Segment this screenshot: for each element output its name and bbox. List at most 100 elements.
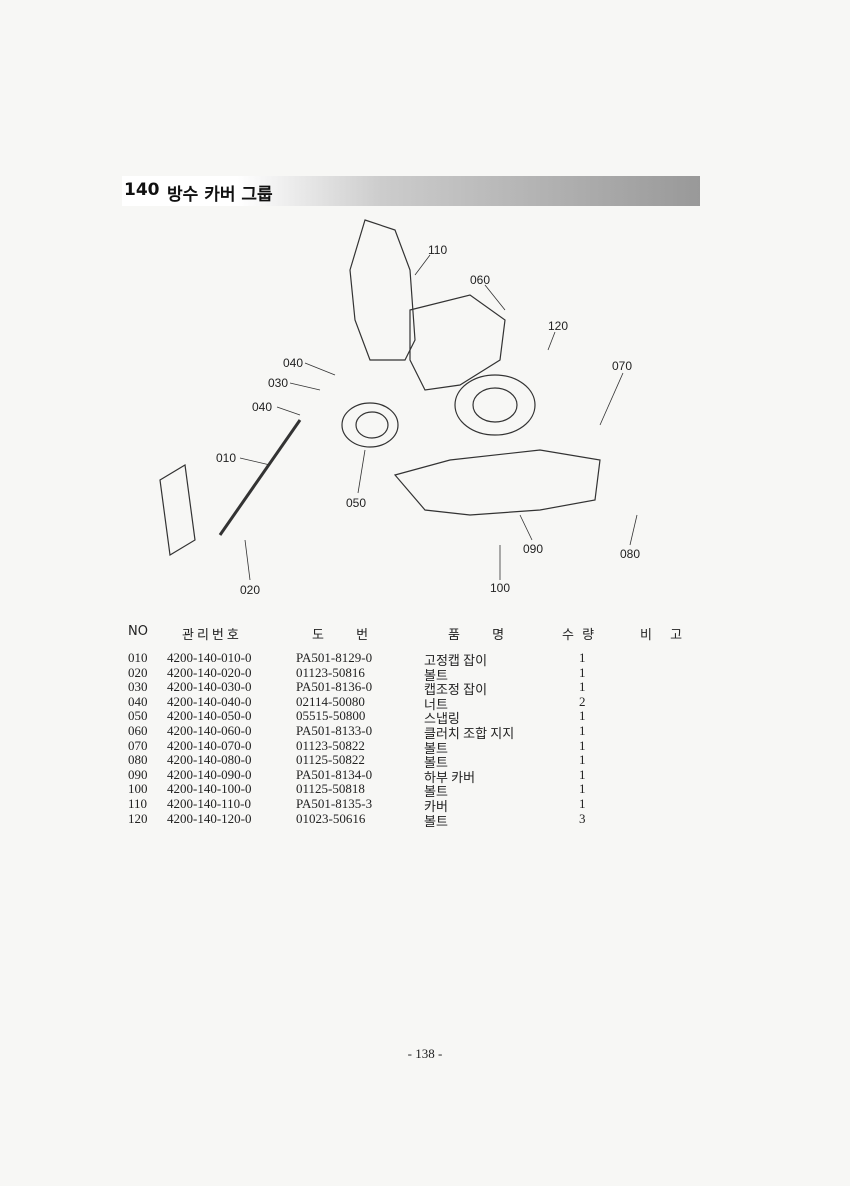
table-row: 010 4200-140-010-0 PA501-8129-0 고정캡 잡이 1 [0,650,850,668]
cell-mgmt: 4200-140-010-0 [167,650,252,665]
cell-no: 030 [128,679,148,695]
cell-drawing: PA501-8136-0 [296,679,373,695]
cell-drawing: PA501-8135-3 [296,796,373,811]
cell-mgmt: 4200-140-100-0 [167,781,252,797]
cell-drawing: 01123-50822 [296,737,365,753]
cell-qty: 1 [579,796,586,811]
cell-no: 010 [128,650,148,665]
cell-mgmt: 4200-140-020-0 [167,664,252,680]
page-number: - 138 - [407,1046,443,1061]
table-row: 040 4200-140-040-0 02114-50080 너트 2 [0,693,850,712]
cell-drawing: PA501-8134-0 [296,766,373,782]
cell-qty: 1 [579,650,586,665]
cell-no: 120 [128,810,148,826]
callout-050: 050 [346,496,366,510]
cell-drawing: 01125-50818 [296,781,365,797]
callout-060: 060 [470,273,490,287]
cell-qty: 1 [579,708,586,724]
cell-name: 하부 카버 [424,769,476,785]
table-row: 100 4200-140-100-0 01125-50818 볼트 1 [0,781,850,799]
clutch-support-part [409,294,506,391]
table-row: 120 4200-140-120-0 01023-50616 볼트 3 [0,810,850,829]
section-number: 140 [124,180,160,200]
cell-mgmt: 4200-140-030-0 [167,679,252,695]
header-part-name: 품 명 [448,628,505,643]
rod-part [218,419,302,536]
table-row: 080 4200-140-080-0 01125-50822 볼트 1 [0,752,850,770]
callout-020: 020 [240,583,260,597]
callout-010: 010 [216,451,236,465]
cell-drawing: 01125-50822 [296,752,365,768]
cell-qty: 1 [579,737,586,753]
cell-no: 070 [128,737,148,753]
exploded-parts-diagram: 110 060 120 070 040 030 040 010 050 020 … [159,219,640,597]
cell-drawing: 01123-50816 [296,664,365,680]
callout-040: 040 [283,356,303,370]
cell-mgmt: 4200-140-090-0 [167,766,252,782]
cell-no: 100 [128,781,148,797]
cell-name: 캡조정 잡이 [424,682,488,698]
cell-mgmt: 4200-140-050-0 [167,708,252,724]
callout-100: 100 [490,581,510,595]
header-no: NO [128,624,148,639]
cell-drawing: PA501-8129-0 [296,650,373,665]
cell-qty: 1 [579,781,586,797]
cell-drawing: 05515-50800 [296,708,366,724]
cell-mgmt: 4200-140-060-0 [167,723,252,738]
cell-name: 볼트 [424,813,448,829]
callout-070: 070 [612,359,632,373]
cell-no: 060 [128,723,148,738]
lower-cover-part [393,449,601,516]
cell-name: 볼트 [424,667,448,683]
header-mgmt-number: 관리번호 [182,628,242,643]
section-title-bar: 140 방수 카버 그룹 [122,176,700,206]
callout-040b: 040 [252,400,272,414]
table-row: 050 4200-140-050-0 05515-50800 스냅링 1 [0,708,850,726]
cell-mgmt: 4200-140-080-0 [167,752,252,768]
header-quantity: 수 량 [562,628,595,643]
cover-part [349,219,416,361]
bracket-part [159,464,196,556]
cell-mgmt: 4200-140-070-0 [167,737,252,753]
cell-no: 050 [128,708,148,724]
cell-name: 볼트 [424,740,448,756]
table-row: 020 4200-140-020-0 01123-50816 볼트 1 [0,664,850,683]
cell-qty: 1 [579,679,586,695]
cell-name: 카버 [424,799,448,814]
cell-no: 020 [128,664,148,680]
cell-drawing: PA501-8133-0 [296,723,373,738]
callout-110: 110 [428,243,447,257]
cell-qty: 1 [579,664,586,680]
callout-080: 080 [620,547,640,561]
callout-030: 030 [268,376,288,390]
cell-name: 클러치 조합 지지 [424,726,515,741]
cell-name: 너트 [424,696,448,712]
cell-mgmt: 4200-140-040-0 [167,693,252,709]
cell-drawing: 02114-50080 [296,693,365,709]
cell-qty: 2 [579,693,586,709]
cell-qty: 3 [579,810,586,826]
callout-090: 090 [523,542,543,556]
cell-name: 고정캡 잡이 [424,653,488,668]
cell-no: 080 [128,752,148,768]
cell-name: 볼트 [424,755,448,771]
seal-ring-part [454,374,536,436]
callout-120: 120 [548,319,568,333]
snap-ring-part [341,402,399,448]
cell-name: 볼트 [424,784,448,800]
cell-no: 090 [128,766,148,782]
cell-qty: 1 [579,723,586,738]
section-title: 방수 카버 그룹 [167,185,273,205]
cell-no: 040 [128,693,148,709]
cell-mgmt: 4200-140-120-0 [167,810,252,826]
cell-name: 스냅링 [424,711,460,727]
table-row: 060 4200-140-060-0 PA501-8133-0 클러치 조합 지지 1 [0,723,850,741]
cell-mgmt: 4200-140-110-0 [167,796,252,811]
table-row: 070 4200-140-070-0 01123-50822 볼트 1 [0,737,850,756]
cell-qty: 1 [579,752,586,768]
cell-qty: 1 [579,766,586,782]
cell-drawing: 01023-50616 [296,810,366,826]
header-remarks: 비 고 [640,628,683,643]
